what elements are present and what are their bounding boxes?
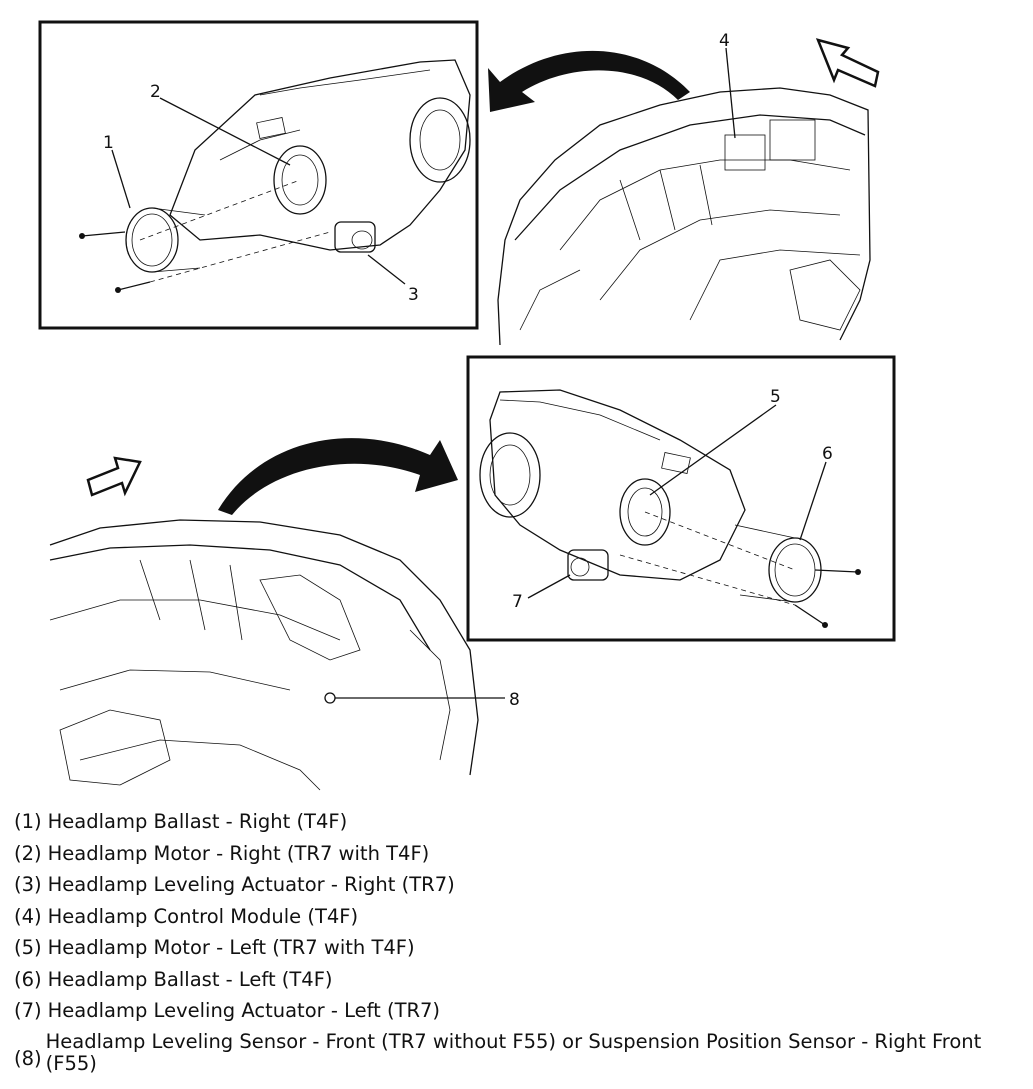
ballast-right [125,207,206,273]
legend-item: (6) Headlamp Ballast - Left (T4F) [14,964,1019,996]
legend-number: (2) [14,841,42,865]
legend-text: Headlamp Control Module (T4F) [47,904,359,928]
legend-item: (2) Headlamp Motor - Right (TR7 with T4F… [14,838,1019,870]
direction-arrow-top [815,38,880,88]
vehicle-front-bottom: 8 [49,519,520,791]
legend-text: Headlamp Leveling Actuator - Left (TR7) [47,999,441,1022]
legend-number: (4) [14,904,42,928]
legend-text: Headlamp Ballast - Left (T4F) [47,967,333,991]
legend-text: Headlamp Ballast - Right (T4F) [47,810,348,833]
legend-number: (7) [14,999,42,1022]
legend-text: Headlamp Motor - Right (TR7 with T4F) [47,841,430,865]
callout-3: 3 [408,285,419,305]
legend-text: Headlamp Motor - Left (TR7 with T4F) [47,936,415,959]
callout-8: 8 [509,690,520,710]
direction-arrow-bottom [86,456,142,497]
inset-right-headlamp: 1 2 3 [38,20,479,330]
leveling-actuator-left [567,549,609,581]
leveling-actuator-right [334,221,376,253]
callout-7: 7 [512,592,523,612]
legend-item: (4) Headlamp Control Module (T4F) [14,901,1019,933]
inset-left-headlamp: 5 6 7 [466,355,896,642]
legend-item: (3) Headlamp Leveling Actuator - Right (… [14,869,1019,901]
legend-item: (7) Headlamp Leveling Actuator - Left (T… [14,995,1019,1027]
legend-number: (1) [14,810,42,833]
legend-number: (3) [14,873,42,896]
curved-arrow-left [488,50,690,112]
headlamp-components-diagram: 1 2 3 4 [38,20,896,791]
legend-item: (1) Headlamp Ballast - Right (T4F) [14,806,1019,838]
legend: (1) Headlamp Ballast - Right (T4F) (2) H… [14,806,1019,1075]
callout-1: 1 [103,133,114,153]
legend-item: (8) Headlamp Leveling Sensor - Front (TR… [14,1029,1019,1075]
curved-arrow-right [218,438,458,515]
callout-5: 5 [770,387,781,407]
legend-item: (5) Headlamp Motor - Left (TR7 with T4F) [14,932,1019,964]
vehicle-front-top: 4 [497,31,871,346]
legend-number: (8) [14,1046,42,1070]
legend-text: Headlamp Leveling Sensor - Front (TR7 wi… [45,1029,982,1075]
legend-number: (5) [14,936,42,959]
legend-number: (6) [14,967,42,991]
callout-2: 2 [150,82,161,102]
callout-6: 6 [822,444,833,464]
legend-text: Headlamp Leveling Actuator - Right (TR7) [47,873,455,896]
callout-4: 4 [719,31,730,51]
